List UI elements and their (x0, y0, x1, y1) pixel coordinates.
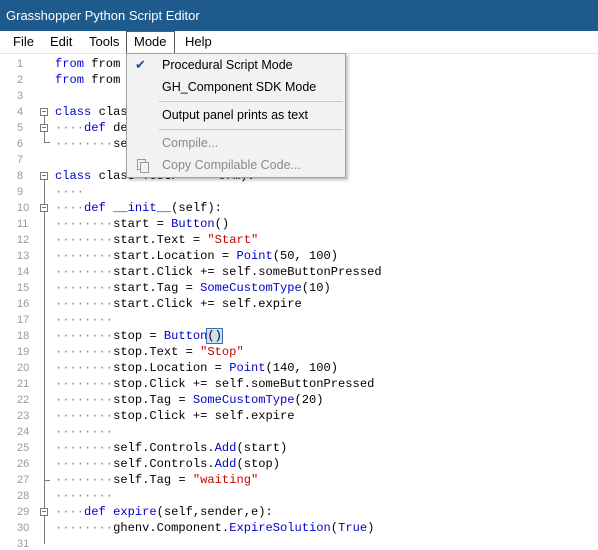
code-line: 20········stop.Location = Point(140, 100… (0, 360, 598, 376)
code-line: 7 (0, 152, 598, 168)
line-number: 28 (17, 490, 30, 502)
menu-item-copy-compilable-code: Copy Compilable Code... (127, 154, 345, 176)
menu-file[interactable]: File (13, 34, 34, 49)
code-line: 9···· (0, 184, 598, 200)
fold-end (44, 480, 50, 481)
code-line: 29−····def expire(self,sender,e): (0, 504, 598, 520)
line-number: 2 (17, 74, 24, 86)
code-line: 28········ (0, 488, 598, 504)
line-number: 12 (17, 234, 30, 246)
code-line: 24········ (0, 424, 598, 440)
code-line: 21········stop.Click += self.someButtonP… (0, 376, 598, 392)
line-number: 16 (17, 298, 30, 310)
code-line: 11········start = Button() (0, 216, 598, 232)
line-number: 10 (17, 202, 30, 214)
line-number: 17 (17, 314, 30, 326)
code-line: 15········start.Tag = SomeCustomType(10) (0, 280, 598, 296)
menu-tools[interactable]: Tools (89, 34, 120, 49)
fold-toggle-icon[interactable]: − (40, 124, 48, 133)
line-number: 27 (17, 474, 30, 486)
code-line: 25········self.Controls.Add(start) (0, 440, 598, 456)
checkmark-icon: ✔ (135, 57, 146, 72)
line-number: 18 (17, 330, 30, 342)
menu-item-compile: Compile... (162, 136, 219, 150)
line-number: 3 (17, 90, 24, 102)
code-line: 23········stop.Click += self.expire (0, 408, 598, 424)
line-number: 30 (17, 522, 30, 534)
title-bar: Grasshopper Python Script Editor (0, 0, 598, 31)
code-line: 17········ (0, 312, 598, 328)
code-line: 26········self.Controls.Add(stop) (0, 456, 598, 472)
line-number: 31 (17, 538, 30, 550)
line-number: 7 (17, 154, 24, 166)
menu-item-output-panel-prints-as-text[interactable]: Output panel prints as text (162, 108, 308, 122)
line-number: 4 (17, 106, 24, 118)
fold-guide (44, 174, 45, 544)
menu-edit[interactable]: Edit (50, 34, 73, 49)
mode-dropdown-menu: ✔ Procedural Script Mode GH_Component SD… (126, 53, 346, 178)
line-number: 6 (17, 138, 24, 150)
line-number: 8 (17, 170, 24, 182)
menu-separator (159, 101, 343, 102)
line-number: 15 (17, 282, 30, 294)
menu-mode[interactable]: Mode (126, 31, 175, 54)
fold-end (44, 142, 50, 143)
line-number: 19 (17, 346, 30, 358)
code-line: 14········start.Click += self.someButton… (0, 264, 598, 280)
code-line: 16········start.Click += self.expire (0, 296, 598, 312)
menu-separator (159, 129, 343, 130)
line-number: 26 (17, 458, 30, 470)
code-line: 18········stop = Button() (0, 328, 598, 344)
code-line: 22········stop.Tag = SomeCustomType(20) (0, 392, 598, 408)
code-line: 19········stop.Text = "Stop" (0, 344, 598, 360)
fold-toggle-icon[interactable]: − (40, 172, 48, 181)
line-number: 20 (17, 362, 30, 374)
menu-help[interactable]: Help (185, 34, 212, 49)
line-number: 1 (17, 58, 24, 70)
line-number: 25 (17, 442, 30, 454)
line-number: 13 (17, 250, 30, 262)
line-number: 22 (17, 394, 30, 406)
code-line: 27········self.Tag = "waiting" (0, 472, 598, 488)
line-number: 14 (17, 266, 30, 278)
code-line: 31 (0, 536, 598, 550)
line-number: 5 (17, 122, 24, 134)
line-number: 23 (17, 410, 30, 422)
code-line: 10−····def __init__(self): (0, 200, 598, 216)
code-line: 12········start.Text = "Start" (0, 232, 598, 248)
menu-bar: File Edit Tools Mode Help (0, 31, 598, 54)
line-number: 21 (17, 378, 30, 390)
code-line: 30········ghenv.Component.ExpireSolution… (0, 520, 598, 536)
fold-toggle-icon[interactable]: − (40, 508, 48, 517)
line-number: 9 (17, 186, 24, 198)
code-line: 3 (0, 88, 598, 104)
code-line: 13········start.Location = Point(50, 100… (0, 248, 598, 264)
line-number: 11 (17, 218, 29, 230)
line-number: 29 (17, 506, 30, 518)
fold-toggle-icon[interactable]: − (40, 108, 48, 117)
line-number: 24 (17, 426, 30, 438)
copy-icon (137, 159, 149, 173)
menu-item-procedural-script-mode[interactable]: ✔ Procedural Script Mode (127, 54, 345, 76)
menu-item-gh-component-sdk-mode[interactable]: GH_Component SDK Mode (162, 80, 317, 94)
fold-toggle-icon[interactable]: − (40, 204, 48, 213)
window-title: Grasshopper Python Script Editor (6, 8, 200, 23)
